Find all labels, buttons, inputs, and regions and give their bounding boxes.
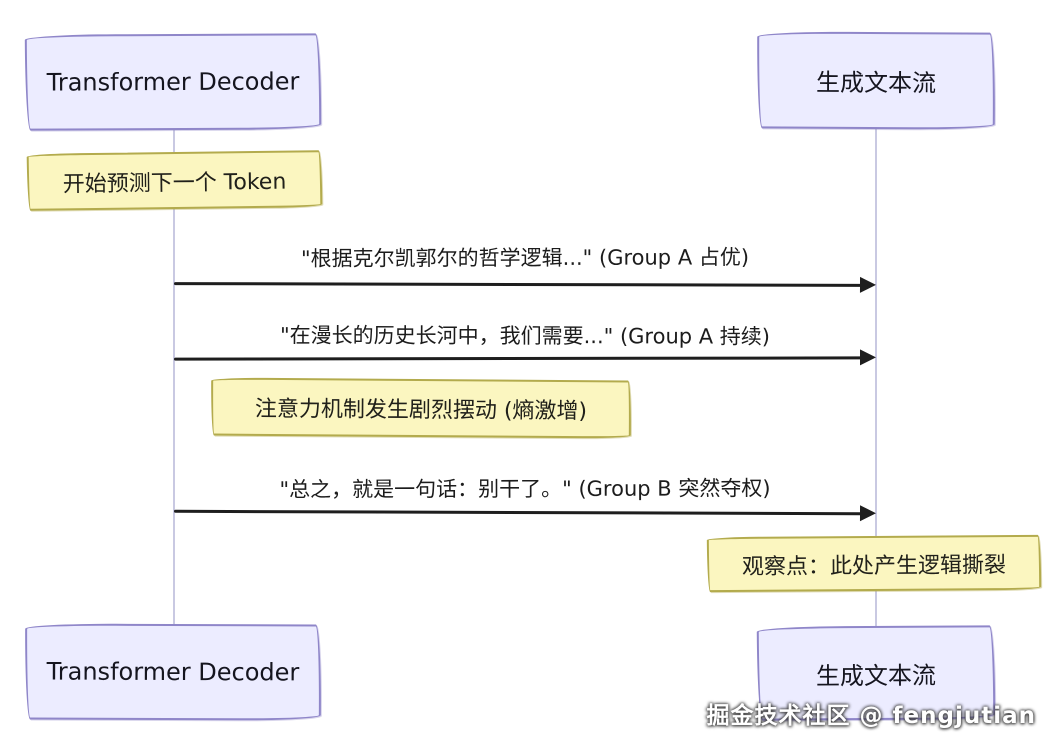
arrowhead-right-icon [859, 349, 877, 366]
arrowhead-right-icon [859, 505, 877, 522]
arrowhead-right-icon [859, 276, 877, 293]
actor-label: 生成文本流 [815, 68, 937, 98]
message-arrow-1 [173, 276, 877, 293]
note-text: 观察点：此处产生逻辑撕裂 [741, 552, 1007, 580]
actor-label: Transformer Decoder [46, 657, 300, 687]
actor-transformer-decoder-bottom: Transformer Decoder [24, 623, 322, 721]
note-text: 开始预测下一个 Token [62, 169, 287, 197]
actor-transformer-decoder-top: Transformer Decoder [24, 33, 322, 131]
message-label-group-a-continues: "在漫长的历史长河中，我们需要..." (Group A 持续) [279, 323, 771, 349]
message-label-group-a-dominant: "根据克尔凯郭尔的哲学逻辑..." (Group A 占优) [300, 245, 750, 271]
note-attention-oscillation: 注意力机制发生剧烈摆动 (熵激增) [210, 377, 632, 439]
message-arrow-2 [173, 349, 877, 366]
note-logic-tear-observation: 观察点：此处产生逻辑撕裂 [706, 534, 1042, 593]
actor-label: Transformer Decoder [46, 67, 300, 97]
message-label-group-b-takeover: "总之，就是一句话：别干了。" (Group B 突然夺权) [279, 476, 771, 502]
actor-label: 生成文本流 [815, 661, 937, 690]
watermark-juejin-community: 掘金技术社区 @ fengjutian [706, 703, 1036, 729]
lifeline-transformer-decoder [173, 130, 175, 625]
note-text: 注意力机制发生剧烈摆动 (熵激增) [254, 396, 588, 425]
message-arrow-3 [173, 505, 877, 522]
lifeline-generated-text-stream [875, 129, 877, 627]
actor-generated-text-stream-top: 生成文本流 [756, 31, 996, 130]
note-start-predict-token: 开始预测下一个 Token [26, 150, 323, 211]
